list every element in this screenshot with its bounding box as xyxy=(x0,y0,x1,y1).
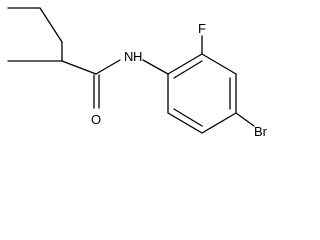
bond-alpha-carbonyl xyxy=(61,60,97,75)
bond-ethyl1-ch2 xyxy=(39,7,63,43)
ring-bond-5 xyxy=(167,112,203,134)
bond-ring-br xyxy=(235,112,255,127)
ring-inner-bond-1 xyxy=(173,60,203,79)
ring-bond-1 xyxy=(167,53,203,75)
atom-br-label: Br xyxy=(254,124,268,139)
atom-h-label: H xyxy=(133,49,142,64)
bond-carbonyl-n xyxy=(95,59,121,75)
atom-f-label: F xyxy=(198,21,206,36)
ring-inner-bond-3 xyxy=(173,108,203,127)
molecule-diagram: N H O F Br xyxy=(7,7,268,139)
bond-n-ring xyxy=(142,59,169,75)
atom-o-label: O xyxy=(91,112,101,127)
atom-n-label: N xyxy=(124,49,133,64)
ring-bond-4 xyxy=(201,112,237,134)
structure-canvas: N H O F Br xyxy=(7,7,268,139)
ring-bond-2 xyxy=(201,53,237,75)
